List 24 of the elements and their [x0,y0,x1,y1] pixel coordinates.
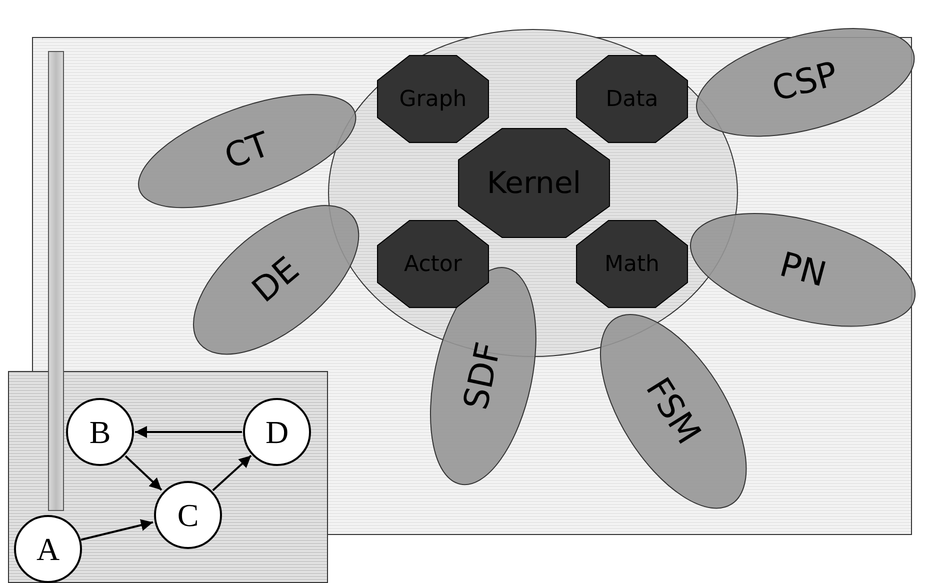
node-label: C [177,496,199,534]
domain-ellipse [689,212,917,328]
arrow [212,454,252,492]
node-label: PN [776,244,830,296]
octagon-node [377,55,489,143]
node-label: CSP [768,54,842,110]
node-label: SDF [456,338,510,414]
arrow [80,519,154,541]
node-label: CT [219,124,275,178]
node-label: D [265,414,289,450]
domain-ellipse [598,312,748,510]
domain-ellipse [192,204,360,356]
octagon-node [458,128,610,238]
octagon-node [576,55,688,143]
domain-ellipse [694,26,916,138]
octagon-node [377,220,489,308]
arrow [124,455,162,491]
domain-ellipse [136,92,358,210]
graph-node-circle [154,481,222,549]
arrow [134,426,242,438]
octagon-node [576,220,688,308]
node-label: B [89,414,111,450]
node-label: A [36,530,60,568]
node-label: DE [244,249,308,311]
